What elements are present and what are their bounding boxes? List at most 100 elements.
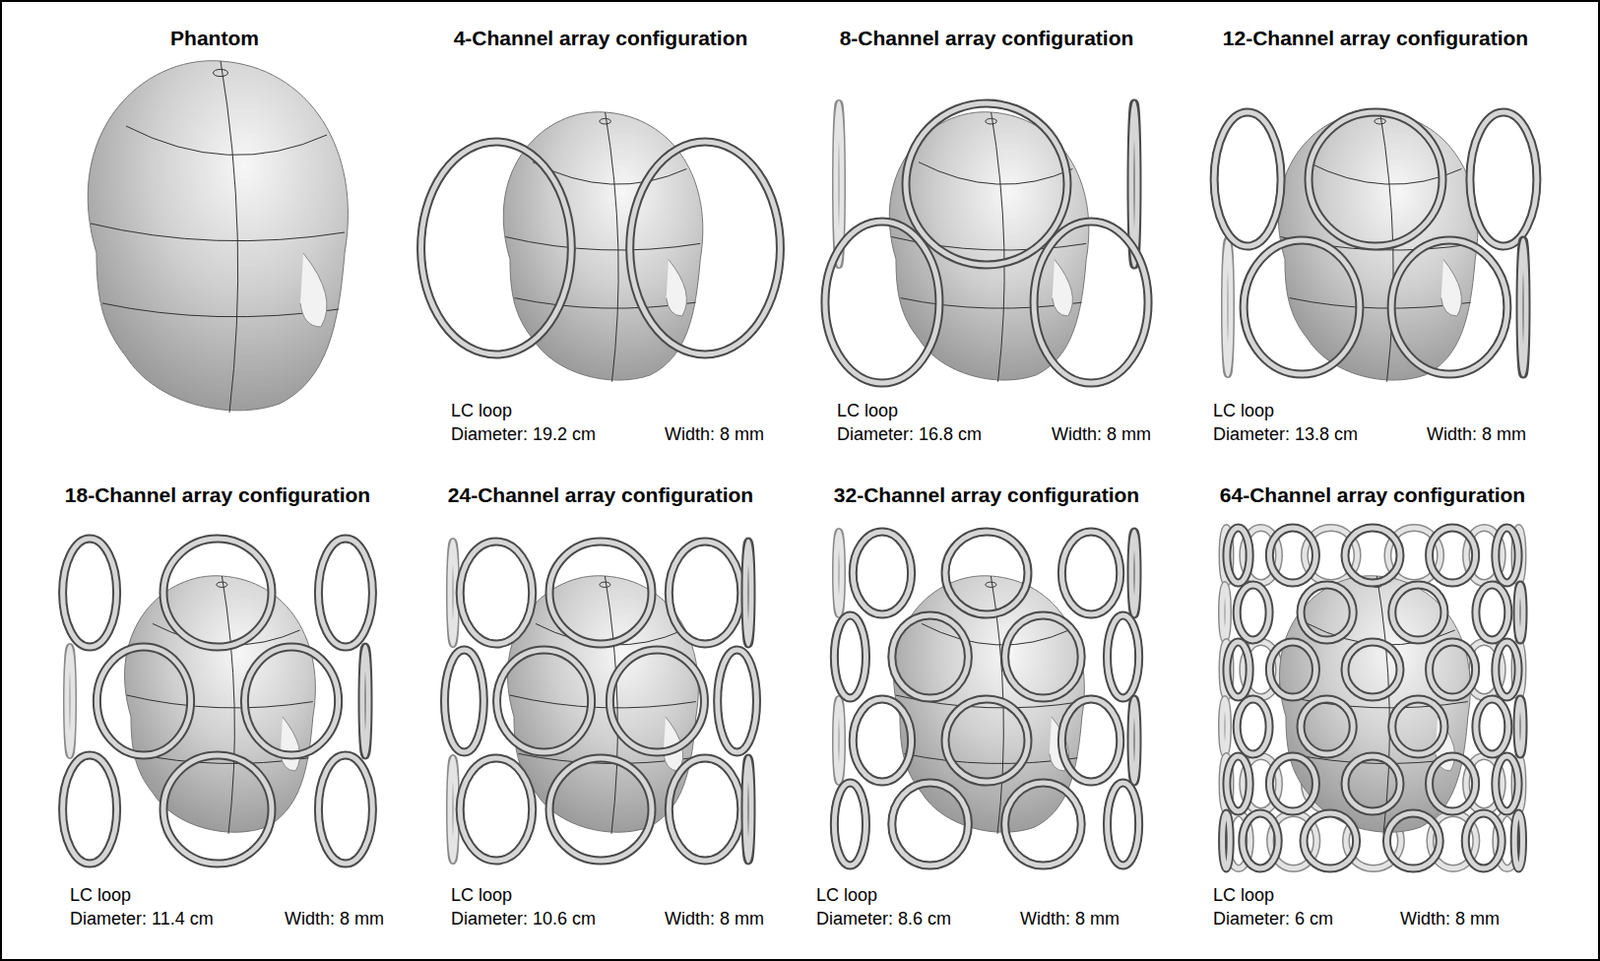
lc-loop [905, 103, 1068, 265]
phantom-grid-line [127, 695, 314, 708]
lc-loop [244, 646, 338, 756]
lc-loop [362, 646, 369, 756]
lc-loop [945, 699, 1028, 782]
lc-loop [1303, 813, 1357, 869]
lc-loop-band [1236, 699, 1270, 755]
lc-loop [1269, 641, 1316, 698]
lc-loop-band [549, 541, 652, 644]
phantom-grid-line [921, 623, 1070, 645]
lc-loop-band [459, 758, 533, 861]
phantom-grid-line [505, 237, 701, 252]
lc-loop-band [833, 782, 866, 866]
back-loop-band [1470, 112, 1537, 247]
lc-loop [1386, 813, 1440, 869]
lc-loop-band [549, 758, 652, 861]
back-loop [1470, 112, 1537, 247]
lc-loop-band [63, 755, 118, 864]
lc-loop [1236, 584, 1270, 640]
lc-loop [497, 649, 592, 753]
lc-loop [1033, 221, 1149, 384]
coil-spec: Width: 8 mm [1426, 423, 1527, 446]
back-loop-band [445, 649, 485, 753]
lc-loop-band [745, 541, 752, 644]
coil-spec: Diameter: 16.8 cm [836, 423, 982, 446]
coil-spec: Diameter: 8.6 cm [816, 907, 952, 930]
lc-loop [1429, 527, 1476, 583]
lc-loop [163, 538, 272, 647]
lc-loop-band [1269, 756, 1316, 812]
back-loop-band [717, 649, 758, 753]
lc-loop-band [1475, 699, 1509, 755]
lc-loop-band [825, 221, 940, 384]
back-loop [63, 538, 118, 647]
coil-spec: LC loop [450, 399, 512, 422]
back-loop-band [1475, 584, 1509, 640]
lc-loop [833, 615, 866, 699]
back-loop [459, 758, 533, 861]
lc-loop [1269, 527, 1316, 583]
back-loop [449, 758, 456, 861]
phantom-marker [216, 581, 228, 587]
lc-loop-band [1495, 527, 1519, 583]
phantom-head [1278, 112, 1478, 381]
lc-loop-band [1386, 813, 1440, 869]
coil-spec: Diameter: 10.6 cm [450, 907, 596, 930]
back-loop [459, 541, 533, 644]
lc-loop [459, 758, 533, 861]
lc-loop-band [1300, 699, 1353, 755]
back-loop-band [449, 541, 456, 644]
lc-loop-band [362, 646, 369, 756]
lc-loop-band [318, 755, 373, 864]
back-loop-band [1221, 699, 1228, 755]
lc-loop-band [1214, 112, 1281, 247]
lc-loop-band [1269, 641, 1316, 698]
back-loop-band [833, 782, 866, 866]
phantom-grid-line [126, 126, 327, 155]
lc-loop-band [497, 649, 592, 753]
back-loop [835, 699, 842, 782]
coil-spec: Width: 8 mm [284, 907, 384, 930]
back-loop-band [318, 538, 373, 647]
coil-spec: Diameter: 13.8 cm [1213, 423, 1358, 446]
lc-loop [1214, 112, 1281, 247]
phantom-nose [1052, 259, 1074, 318]
lc-loop [96, 646, 191, 756]
lc-loop [1517, 584, 1524, 640]
lc-loop-band [668, 758, 742, 861]
lc-loop-band [1344, 527, 1401, 583]
lc-loop-band [1344, 756, 1401, 812]
phantom-nose [666, 259, 688, 318]
lc-loop [1300, 699, 1353, 755]
lc-loop-band [1107, 782, 1140, 866]
back-loop [318, 755, 373, 864]
lc-loop [1465, 813, 1502, 869]
coil-spec: LC loop [69, 884, 131, 906]
coil-spec: LC loop [1213, 884, 1275, 906]
back-loop-band [63, 755, 118, 864]
phantom-marker [1374, 118, 1387, 125]
lc-loop [1269, 756, 1316, 812]
lc-loop [1222, 813, 1231, 869]
lc-loop-band [1107, 615, 1140, 699]
lc-loop [1005, 782, 1083, 866]
phantom-nose [1441, 259, 1463, 318]
lc-loop [1344, 756, 1401, 812]
lc-loop-band [163, 538, 272, 647]
coil-spec: Diameter: 6 cm [1213, 907, 1334, 930]
coil-spec: Width: 8 mm [664, 423, 765, 446]
lc-loop-band [1061, 531, 1120, 615]
back-loop [1107, 782, 1140, 866]
lc-loop [892, 615, 969, 699]
lc-loop-band [96, 646, 191, 756]
back-loop-band [1214, 112, 1281, 247]
back-loop [835, 531, 842, 615]
lc-loop [1226, 527, 1250, 583]
lc-loop-band [1475, 584, 1509, 640]
lc-loop-band [1300, 584, 1353, 640]
lc-loop-band [1344, 641, 1401, 698]
lc-loop-band [1061, 699, 1120, 782]
lc-loop [549, 541, 652, 644]
lc-loop [833, 782, 866, 866]
back-loop [852, 531, 911, 615]
lc-loop [745, 758, 752, 861]
